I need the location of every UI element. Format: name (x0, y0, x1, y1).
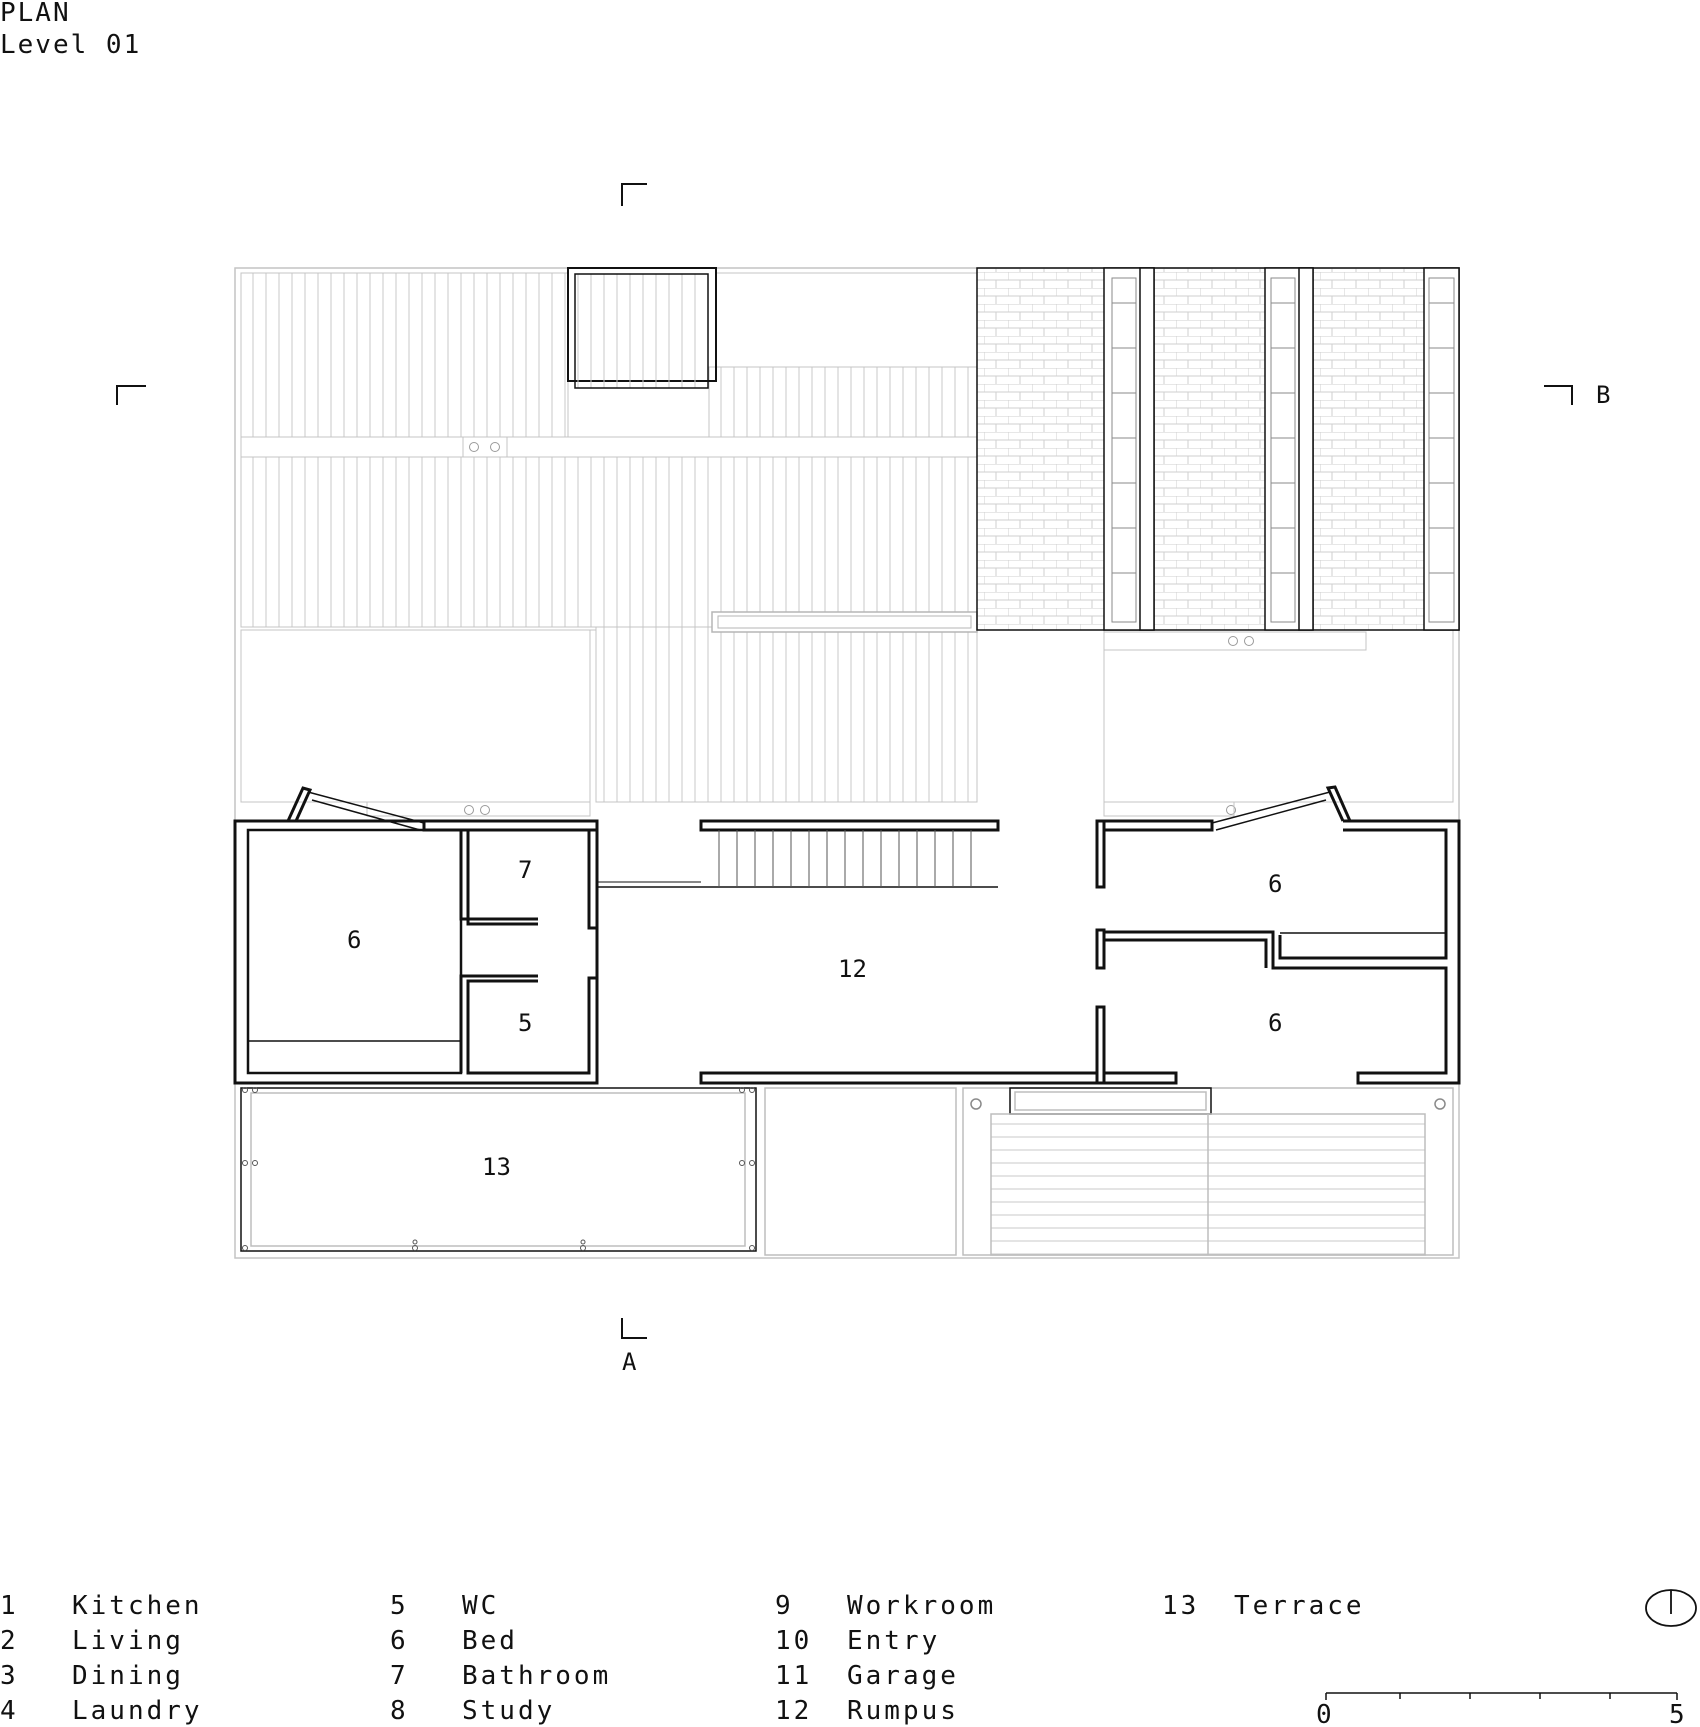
legend-number: 2 (0, 1626, 19, 1656)
legend-number: 13 (1162, 1591, 1200, 1621)
legend-room-name: Garage (847, 1661, 959, 1691)
terrace-area (240, 1087, 1454, 1256)
section-b-label: B (1596, 381, 1610, 409)
legend-room-name: Terrace (1234, 1591, 1365, 1621)
legend-number: 7 (390, 1661, 409, 1691)
plan-title: PLAN (0, 0, 71, 28)
legend-number: 8 (390, 1696, 409, 1726)
legend-room-name: WC (462, 1591, 500, 1621)
room-label-bed-right-top: 6 (1268, 870, 1282, 898)
legend-room-name: Bathroom (462, 1661, 612, 1691)
level-subtitle: Level 01 (0, 30, 142, 60)
section-a-label: A (622, 1348, 637, 1376)
legend-number: 1 (0, 1591, 19, 1621)
section-marker-top (621, 183, 647, 206)
walls-right (1104, 785, 1461, 1085)
legend-number: 6 (390, 1626, 409, 1656)
legend-number: 5 (390, 1591, 409, 1621)
tiled-roof (976, 267, 1460, 631)
legend-number: 9 (775, 1591, 794, 1621)
room-label-rumpus: 12 (838, 955, 867, 983)
room-label-bathroom: 7 (518, 856, 532, 884)
stair-treads (718, 830, 972, 887)
legend-room-name: Laundry (72, 1696, 203, 1726)
legend-room-name: Workroom (847, 1591, 997, 1621)
legend-room-name: Study (462, 1696, 556, 1726)
roof-area (234, 267, 1460, 1259)
north-arrow-icon (1645, 1589, 1697, 1627)
legend-number: 11 (775, 1661, 813, 1691)
walls-center (597, 819, 1106, 1085)
legend-room-name: Dining (72, 1661, 184, 1691)
scale-start-label: 0 (1316, 1700, 1332, 1727)
section-marker-right (1544, 385, 1573, 405)
section-marker-left (116, 385, 146, 405)
room-label-bed-right-bottom: 6 (1268, 1009, 1282, 1037)
scale-end-label: 5 (1669, 1700, 1685, 1727)
legend-room-name: Living (72, 1626, 184, 1656)
legend-number: 4 (0, 1696, 19, 1726)
room-label-bed-left: 6 (347, 926, 361, 954)
legend-room-name: Kitchen (72, 1591, 203, 1621)
legend-room-name: Bed (462, 1626, 518, 1656)
scale-bar (1325, 1692, 1678, 1700)
legend-number: 10 (775, 1626, 813, 1656)
legend-number: 3 (0, 1661, 19, 1691)
room-label-wc: 5 (518, 1009, 532, 1037)
walls (233, 786, 599, 1085)
legend-room-name: Entry (847, 1626, 941, 1656)
legend-room-name: Rumpus (847, 1696, 959, 1726)
section-marker-bottom (621, 1318, 647, 1339)
legend-number: 12 (775, 1696, 813, 1726)
room-label-terrace: 13 (482, 1153, 511, 1181)
